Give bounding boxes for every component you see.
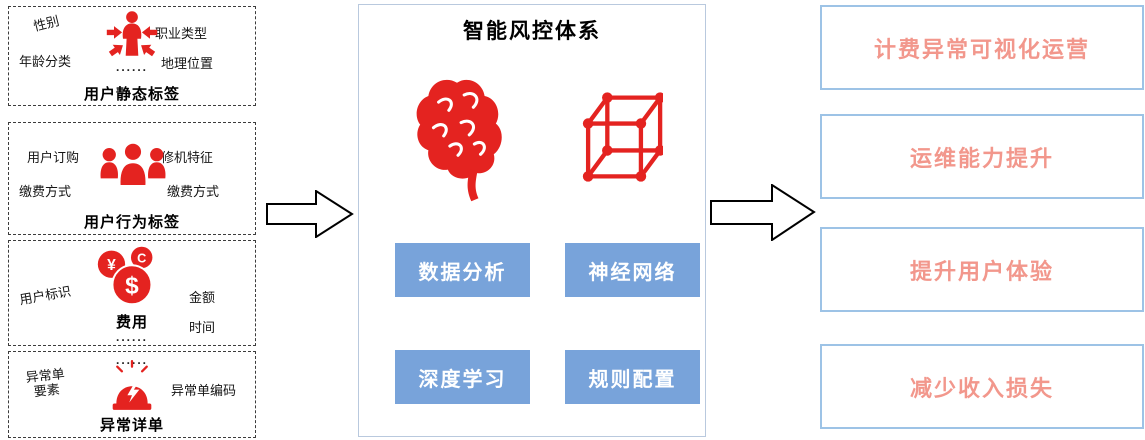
svg-text:$: $ [125, 273, 139, 300]
outcome-user-experience: 提升用户体验 [820, 227, 1144, 312]
tag-label: 缴费方式 [167, 184, 220, 199]
outcome-label: 提升用户体验 [909, 258, 1054, 284]
chip-rule-config: 规则配置 [565, 350, 700, 404]
panel-title: 异常详单 [99, 417, 164, 434]
flow-arrow-icon [710, 184, 816, 241]
ellipsis-dots: ...... [115, 330, 148, 344]
person-focus-icon [106, 11, 158, 57]
tag-label: 地理位置 [161, 56, 214, 71]
tag-label: 缴费方式 [19, 184, 72, 199]
coins-icon: ¥ C $ [97, 246, 153, 306]
panel-risk-control-system: 智能风控体系 [358, 4, 706, 437]
tag-label: 异常单要素 [25, 366, 66, 400]
svg-text:¥: ¥ [107, 257, 116, 274]
chip-deep-learning: 深度学习 [395, 350, 530, 404]
outcome-billing-visualization: 计费异常可视化运营 [820, 5, 1144, 90]
panel-user-behavior-tags: 用户订购 修机特征 缴费方式 缴费方式 用户行为标签 [8, 122, 256, 235]
panel-abnormal-records: ...... 异常单要素 异常单编码 异常详单 [8, 351, 256, 438]
tag-label: 异常单编码 [171, 383, 237, 398]
outcome-revenue-loss-reduction: 减少收入损失 [820, 344, 1144, 429]
cube-network-icon [582, 92, 663, 182]
panel-fees: 用户标识 金额 时间 ¥ C $ 费用 ...... [8, 240, 256, 346]
outcome-label: 减少收入损失 [909, 375, 1054, 401]
ellipsis-dots: ...... [115, 60, 148, 74]
panel-title: 用户行为标签 [83, 214, 180, 231]
chip-data-analysis: 数据分析 [395, 243, 530, 297]
user-group-icon [100, 141, 166, 187]
panel-title: 用户静态标签 [83, 86, 180, 103]
tag-label: 职业类型 [155, 26, 208, 41]
tag-label: 时间 [189, 320, 216, 335]
ellipsis-dots: ...... [115, 353, 148, 367]
tag-label: 性别 [31, 13, 61, 34]
outcome-label: 计费异常可视化运营 [873, 36, 1090, 62]
flow-arrow-icon [266, 190, 354, 238]
brain-icon [416, 79, 502, 202]
chip-neural-network: 神经网络 [565, 243, 700, 297]
tag-label: 修机特征 [161, 150, 214, 165]
tag-label: 金额 [189, 290, 216, 305]
alarm-siren-icon [112, 360, 152, 410]
panel-user-static-tags: 性别 职业类型 年龄分类 地理位置 ...... 用户静态标签 [8, 6, 256, 106]
tag-label: 用户订购 [27, 150, 80, 165]
outcome-label: 运维能力提升 [909, 145, 1054, 171]
tag-label: 年龄分类 [19, 54, 72, 69]
svg-text:C: C [137, 251, 146, 265]
system-title: 智能风控体系 [463, 20, 601, 43]
panel-title: 费用 [115, 314, 148, 331]
tag-label: 用户标识 [18, 283, 73, 308]
outcome-operations-improvement: 运维能力提升 [820, 114, 1144, 199]
